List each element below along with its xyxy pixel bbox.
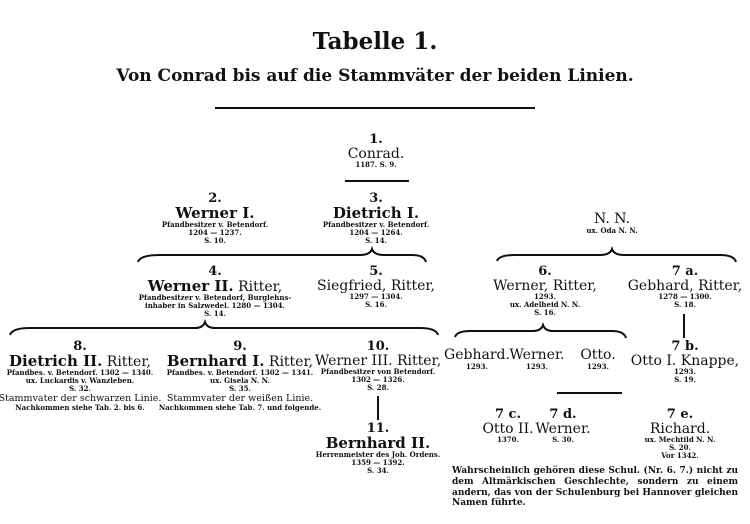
person-11-bernhard-ii: 11. Bernhard II. Herrenmeister des Joh. … [315,421,441,476]
title-rule [215,107,535,109]
person-6-werner: 6. Werner, Ritter, 1293. ux. Adelheid N.… [493,264,597,318]
descent-line [377,396,379,420]
footnote: Wahrscheinlich gehören diese Schul. (Nr.… [452,466,738,509]
person-5-siegfried: 5. Siegfried, Ritter, 1297 — 1304. S. 16… [317,264,435,310]
person-7e-richard: 7 e. Richard. ux. Mechtild N. N. S. 20. … [644,407,716,461]
child-werner: Werner. 1293. [509,347,565,371]
child-otto: Otto. 1293. [580,347,616,371]
person-10-werner-iii: 10. Werner III. Ritter, Pfandbesitzer vo… [314,339,442,393]
person-3-dietrich-i: 3. Dietrich I. Pfandbesitzer v. Betendor… [322,191,430,246]
person-2-werner-i: 2. Werner I. Pfandbesitzer v. Betendorf.… [161,191,269,246]
person-nn: N. N. ux. Oda N. N. [586,211,638,235]
person-8-dietrich-ii: 8. Dietrich II. Ritter, Pfandbes. v. Bet… [0,339,162,412]
marriage-rule [345,180,409,182]
descent-line [683,314,685,338]
person-1-conrad: 1. Conrad. 1187. S. 9. [347,132,405,170]
table-subtitle: Von Conrad bis auf die Stammväter der be… [116,66,634,86]
person-4-werner-ii: 4. Werner II. Ritter, Pfandbesitzer v. B… [138,264,292,319]
brace-werner-ii [9,318,439,336]
separator-rule [557,392,622,394]
person-7c-otto-ii: 7 c. Otto II. 1370. [482,407,534,445]
person-7b-otto-i: 7 b. Otto I. Knappe, 1293. S. 19. [630,339,740,385]
brace-werner-6 [454,321,627,339]
table-title: Tabelle 1. [312,28,438,55]
brace-nn [496,245,737,263]
person-7a-gebhard: 7 a. Gebhard, Ritter, 1278 — 1300. S. 18… [627,264,743,310]
person-9-bernhard-i: 9. Bernhard I. Ritter, Pfandbes. v. Bete… [158,339,322,412]
child-gebhard: Gebhard. 1293. [444,347,510,371]
brace-dietrich-i [137,245,427,263]
person-7d-werner: 7 d. Werner. S. 30. [535,407,591,445]
